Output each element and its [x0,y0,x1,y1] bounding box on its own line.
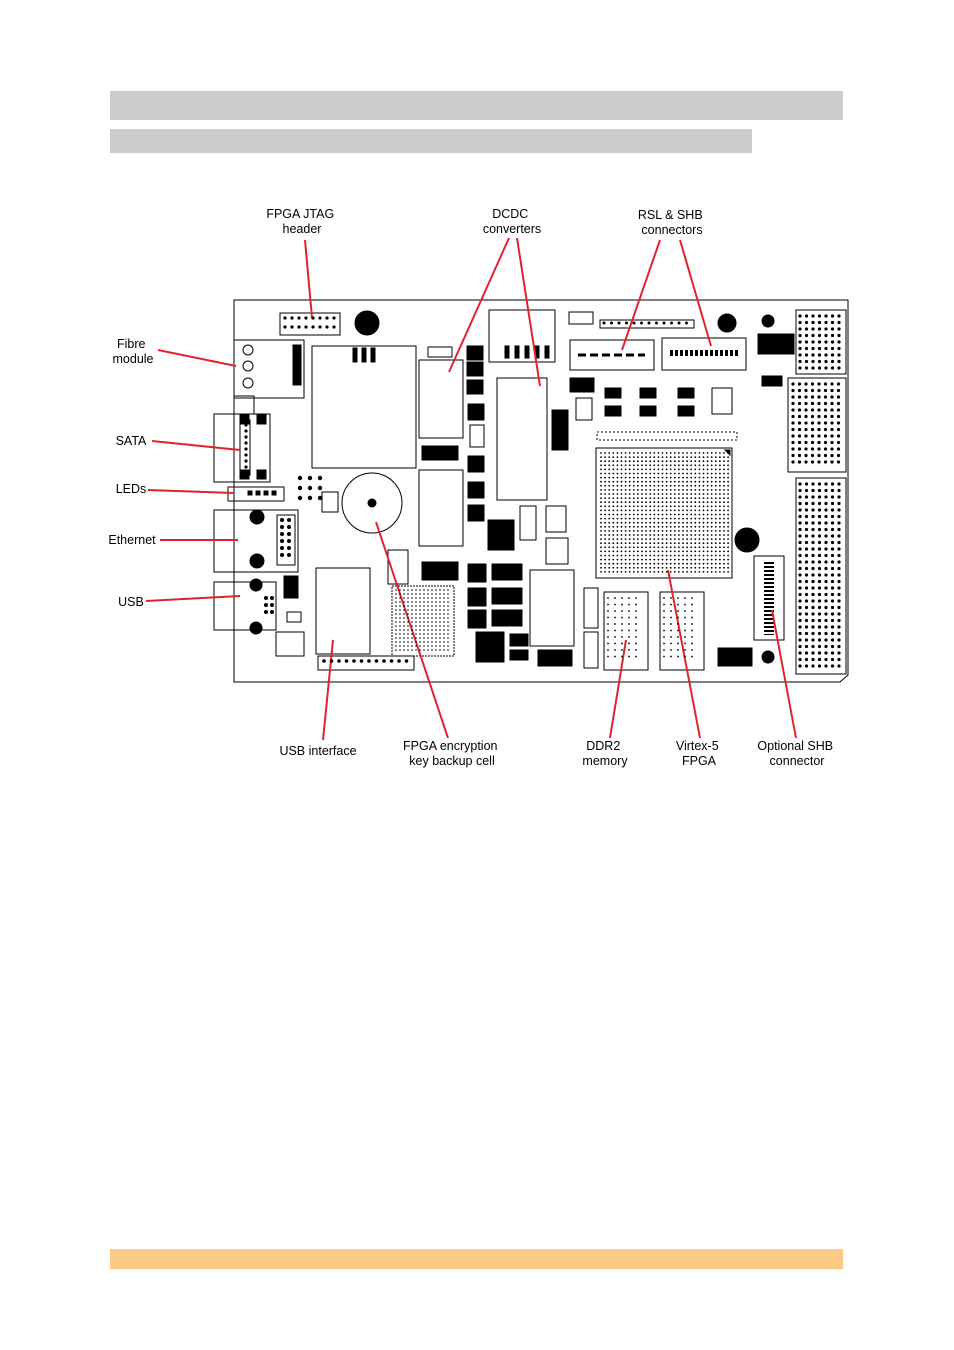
callout-ddr2 [609,639,627,739]
usb-header-pins [322,659,409,663]
callout-dcdc-a [448,237,510,373]
section-heading-bar [110,91,843,120]
optional-shb-connector [753,555,785,641]
callout-leds [147,489,235,494]
board-outline [233,299,849,683]
rsl-connector [569,339,655,371]
virtex5-fpga [595,447,733,579]
callout-labels: FPGA JTAG header DCDC converters RSL & S… [108,207,836,768]
callout-usb [145,595,241,602]
via-cluster [297,475,323,501]
callout-usb-interface [322,639,334,741]
label-leds: LEDs [116,482,147,496]
connector-pins-bottom [798,482,841,668]
callout-shb [679,239,712,347]
label-optional-shb: Optional SHB connector [757,739,836,768]
callout-sata [151,440,241,451]
dcdc-converter-2 [418,469,464,547]
footer-bar [110,1249,843,1269]
pcb-board [213,299,849,683]
ddr2-memory-2 [659,591,705,671]
callout-lines [145,237,797,741]
encryption-key-battery [341,472,403,534]
callout-fpga-jtag [304,239,313,319]
usb-interface-chip [315,567,371,655]
connector-pins-top [798,314,841,370]
label-sata: SATA [116,434,147,448]
ddr2-memory-1 [603,591,649,671]
shb-connector [661,337,747,371]
callout-optional-shb [771,609,797,739]
connector-pins-mid [791,382,841,464]
bga-ball-grid [395,589,449,651]
subsection-heading-bar [110,129,752,153]
label-ddr2: DDR2 memory [582,739,628,768]
label-usb-interface: USB interface [279,744,356,758]
label-usb: USB [118,595,144,609]
callout-fibre [157,349,237,367]
sata-pins [244,423,248,469]
led-bank [227,486,285,502]
label-ethernet: Ethernet [108,533,156,547]
label-dcdc: DCDC converters [483,207,541,236]
power-module [488,309,556,363]
fpga-ball-grid [600,452,729,573]
jtag-pins [283,316,336,329]
right-connector-top [795,309,847,375]
label-virtex5: Virtex-5 FPGA [676,739,722,768]
callout-dcdc-b [516,237,541,387]
ethernet-pins [280,518,291,557]
label-rsl-shb: RSL & SHB connectors [638,208,706,237]
label-fpga-jtag: FPGA JTAG header [266,207,337,236]
right-connector-bottom [795,477,847,675]
label-fpga-encryption: FPGA encryption key backup cell [403,739,501,768]
dcdc-converter-1 [418,359,464,439]
header-pins [602,321,688,325]
usb-connector [213,581,277,631]
label-fibre: Fibre module [113,337,154,366]
right-connector-mid [787,377,847,473]
usb-pins [264,596,274,614]
dcdc-converter-3 [496,377,548,501]
ddr2-balls-2 [663,597,693,658]
board-detail [244,314,841,668]
callout-rsl [621,239,661,351]
callout-virtex5 [667,569,701,739]
jtag-header [279,312,341,336]
regulator-block [311,345,417,469]
fibre-module [233,339,305,399]
ddr2-balls-1 [607,597,637,658]
